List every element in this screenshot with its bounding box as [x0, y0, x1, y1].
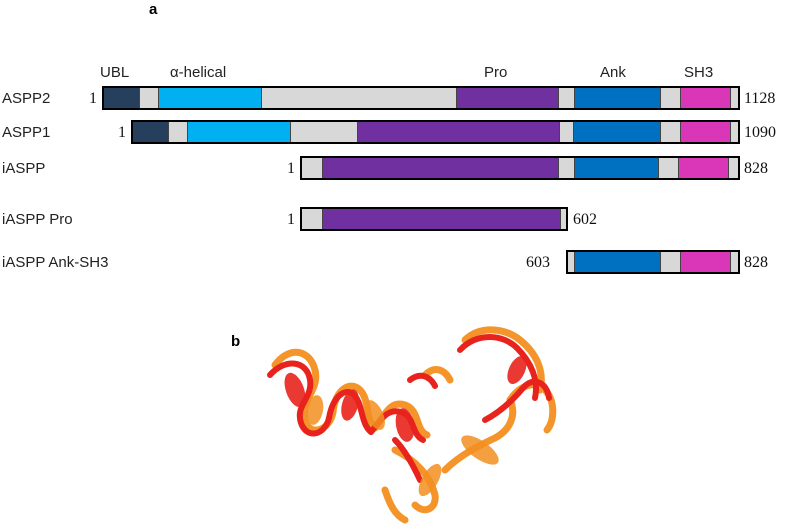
iaspp-pro-start: 1	[287, 211, 295, 228]
iaspp-pro-linker	[560, 209, 566, 229]
aspp1-linker	[290, 122, 357, 142]
aspp1-linker	[559, 122, 573, 142]
aspp1-sh3-domain	[680, 122, 730, 142]
aspp1-start: 1	[118, 124, 126, 141]
header-ank: Ank	[600, 64, 626, 81]
aspp2-start: 1	[89, 90, 97, 107]
iaspp-ank-sh3-end: 828	[744, 254, 768, 271]
iaspp-linker	[658, 158, 678, 178]
aspp1-linker	[660, 122, 680, 142]
row-label-iaspp-pro: iASPP Pro	[2, 211, 73, 228]
iaspp-sh3-domain	[678, 158, 728, 178]
row-label-iaspp: iASPP	[2, 160, 46, 177]
iaspp-linker	[302, 158, 322, 178]
iaspp-ank-sh3-ank-domain	[574, 252, 660, 272]
protein-ribbon-overlay-icon	[255, 320, 585, 525]
aspp1-pro-domain	[357, 122, 559, 142]
header-alpha-helical: α-helical	[170, 64, 227, 81]
iaspp-pro-bar	[300, 207, 568, 231]
aspp2-helical-domain	[158, 88, 261, 108]
iaspp-ank-sh3-linker	[660, 252, 680, 272]
aspp2-linker	[730, 88, 738, 108]
iaspp-bar	[300, 156, 740, 180]
aspp1-ubl-domain	[133, 122, 168, 142]
header-pro: Pro	[484, 64, 508, 81]
row-label-aspp1: ASPP1	[2, 124, 51, 141]
aspp2-ank-domain	[574, 88, 660, 108]
iaspp-ank-sh3-bar	[566, 250, 740, 274]
aspp1-helical-domain	[187, 122, 290, 142]
aspp2-end: 1128	[744, 90, 776, 107]
iaspp-ank-sh3-linker	[730, 252, 738, 272]
iaspp-ank-sh3-start: 603	[526, 254, 550, 271]
iaspp-pro-domain	[322, 158, 558, 178]
aspp1-linker	[168, 122, 187, 142]
row-label-aspp2: ASPP2	[2, 90, 51, 107]
aspp2-bar	[102, 86, 740, 110]
aspp1-linker	[730, 122, 738, 142]
iaspp-linker	[728, 158, 738, 178]
iaspp-pro-linker	[302, 209, 322, 229]
aspp2-ubl-domain	[104, 88, 139, 108]
row-label-iaspp-ank-sh3: iASPP Ank-SH3	[2, 254, 109, 271]
iaspp-end: 828	[744, 160, 768, 177]
aspp1-ank-domain	[573, 122, 660, 142]
header-sh3: SH3	[684, 64, 714, 81]
iaspp-linker	[558, 158, 574, 178]
aspp2-sh3-domain	[680, 88, 730, 108]
aspp2-linker	[660, 88, 680, 108]
iaspp-pro-end: 602	[573, 211, 597, 228]
header-ubl: UBL	[100, 64, 130, 81]
aspp2-pro-domain	[456, 88, 558, 108]
aspp1-bar	[131, 120, 740, 144]
iaspp-start: 1	[287, 160, 295, 177]
aspp2-linker	[139, 88, 158, 108]
iaspp-ank-domain	[574, 158, 658, 178]
panel-label-a: a	[149, 1, 158, 18]
aspp2-linker	[558, 88, 574, 108]
aspp2-linker	[261, 88, 456, 108]
iaspp-ank-sh3-sh3-domain	[680, 252, 730, 272]
panel-label-b: b	[231, 333, 241, 350]
aspp1-end: 1090	[744, 124, 776, 141]
iaspp-pro-pro-domain	[322, 209, 560, 229]
